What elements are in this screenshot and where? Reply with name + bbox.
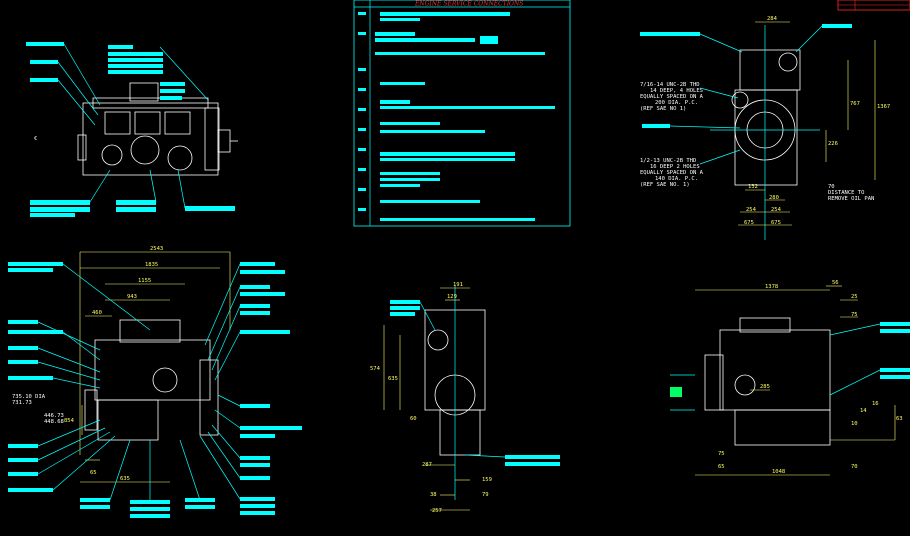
tr-note-upper-0: 7/16-14 UNC-2B THD [640, 82, 700, 88]
bl-side2-0: 446.73 [44, 413, 64, 419]
bl-side-0: 735.10 DIA [12, 394, 46, 400]
bm-dim-8: 79 [482, 492, 489, 498]
svg-text:€: € [34, 136, 37, 142]
tr-dim-3: 226 [828, 141, 838, 147]
tr-note-side-0: 70 [828, 184, 835, 190]
br-dim-4: 1048 [772, 469, 785, 475]
br-dim-3: 75 [851, 312, 858, 318]
bm-dim-0: 191 [453, 282, 463, 288]
bl-dim-6: 65 [90, 470, 97, 476]
br-dim-2: 25 [851, 294, 858, 300]
label-bar-1 [26, 42, 64, 46]
service-connections-table: ENGINE SERVICE CONNECTIONS [353, 0, 571, 227]
bm-dim-1: 129 [447, 294, 457, 300]
br-dim-8: 10 [851, 421, 858, 427]
br-dim-6: 16 [872, 401, 879, 407]
tr-dim-1: 767 [850, 101, 860, 107]
bl-side2-1: 448.68 [44, 419, 64, 425]
table-title: ENGINE SERVICE CONNECTIONS [414, 1, 523, 8]
bottom-left-engine-view: 2543 1835 1155 943 460 854 65 635 735.10… [8, 246, 302, 518]
title-block [837, 0, 910, 11]
tr-note-lower-0: 1/2-13 UNC-2B THD [640, 158, 696, 164]
bm-dim-6: 159 [482, 477, 492, 483]
br-dim-9: 63 [896, 416, 903, 422]
tr-note-lower-3: 140 DIA. P.C. [655, 176, 698, 182]
bl-side-1: 731.73 [12, 400, 32, 406]
br-dim-5: 285 [760, 384, 770, 390]
tr-note-upper-2: EQUALLY SPACED ON A [640, 94, 704, 100]
tr-note-upper-3: 200 DIA. P.C. [655, 100, 698, 106]
bm-dim-5: 287 [422, 462, 432, 468]
tr-note-lower-4: (REF SAE NO. 1) [640, 182, 690, 188]
bl-dim-4: 460 [92, 310, 102, 316]
tr-note-side-1: DISTANCE TO [828, 190, 864, 196]
bl-dim-3: 943 [127, 294, 137, 300]
tr-note-lower-2: EQUALLY SPACED ON A [640, 170, 704, 176]
tr-dim-7: 254 [771, 207, 782, 213]
br-dim-0: 1378 [765, 284, 778, 290]
bottom-middle-engine-view: 191 129 574 635 60 287 159 38 79 257 [370, 282, 560, 514]
bl-dim-2: 1155 [138, 278, 151, 284]
tr-dim-9: 675 [771, 220, 781, 226]
tr-note-side-2: REMOVE OIL PAN [828, 196, 874, 202]
label-bar-4 [108, 45, 133, 49]
br-dim-7: 14 [860, 408, 867, 414]
bl-dim-7: 635 [120, 476, 130, 482]
bl-dim-1: 1835 [145, 262, 158, 268]
table-row-bars [358, 12, 555, 221]
bottom-right-engine-view: 1378 56 25 75 1048 285 16 14 10 63 70 75… [670, 280, 910, 476]
tr-note-lower-1: 16 DEEP 2 HOLES [650, 164, 700, 170]
bm-dim-3: 635 [388, 376, 398, 382]
tr-dim-8: 675 [744, 220, 754, 226]
br-dim-11: 75 [718, 451, 725, 457]
tr-dim-2: 1367 [877, 104, 890, 110]
top-right-engine-view: 284 767 1367 226 132 280 254 254 675 675… [640, 16, 890, 240]
tr-dim-0: 284 [767, 16, 778, 22]
bm-dim-4: 60 [410, 416, 417, 422]
bm-dim-2: 574 [370, 366, 381, 372]
bl-dim-5: 854 [64, 418, 75, 424]
bl-dim-0: 2543 [150, 246, 163, 252]
tr-dim-4: 132 [748, 184, 758, 190]
bm-dim-7: 38 [430, 492, 437, 498]
tr-note-upper-4: (REF SAE NO 1) [640, 106, 686, 112]
br-dim-12: 65 [718, 464, 725, 470]
br-dim-10: 70 [851, 464, 858, 470]
tr-note-upper-1: 14 DEEP, 4 HOLES [650, 88, 703, 94]
label-bar-3 [30, 78, 58, 82]
top-left-engine-view: € [26, 42, 238, 217]
tr-dim-5: 280 [769, 195, 779, 201]
label-bar-2 [30, 60, 58, 64]
br-dim-1: 56 [832, 280, 839, 286]
tr-dim-6: 254 [746, 207, 757, 213]
bm-dim-9: 257 [432, 508, 442, 514]
